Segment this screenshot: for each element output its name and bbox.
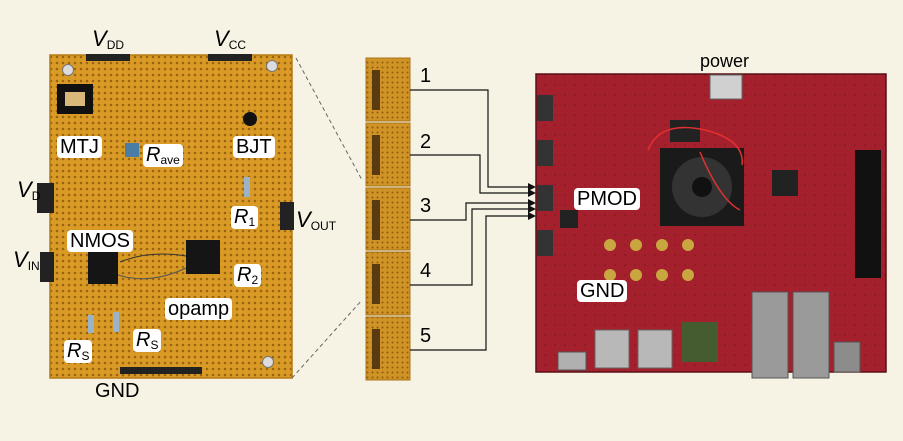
label-rs-left: RS [64,340,93,363]
label-vin: VIN [13,247,40,273]
label-vout: VOUT [296,207,337,233]
strip-number-2: 2 [420,131,432,153]
fpga-board [535,73,887,379]
label-nmos: NMOS [67,230,133,252]
label-gnd: GND [95,380,140,402]
label-power: power [700,51,750,71]
strip-number-3: 3 [420,195,432,217]
label-vdd: VDD [92,26,125,52]
label-mtj: MTJ [57,136,102,158]
label-pmod: PMOD [574,188,640,210]
label-r1: R1 [231,206,259,229]
strip-number-4: 4 [420,260,432,282]
connection-arrows [528,183,536,220]
strip-number-5: 5 [420,325,432,347]
label-opamp: opamp [165,298,233,320]
label-fpga-gnd: GND [577,280,628,302]
label-rs-right: RS [133,329,162,352]
label-vd: VD [17,177,41,203]
perfboard-strips [365,57,411,381]
label-vcc: VCC [214,26,247,52]
label-bjt: BJT [233,136,275,158]
label-r2: R2 [234,264,262,287]
connection-wires [410,89,528,351]
label-rave: Rave [143,144,183,167]
zoom-line-bottom [291,299,363,379]
strip-number-1: 1 [420,65,432,87]
zoom-line-top [295,57,363,181]
